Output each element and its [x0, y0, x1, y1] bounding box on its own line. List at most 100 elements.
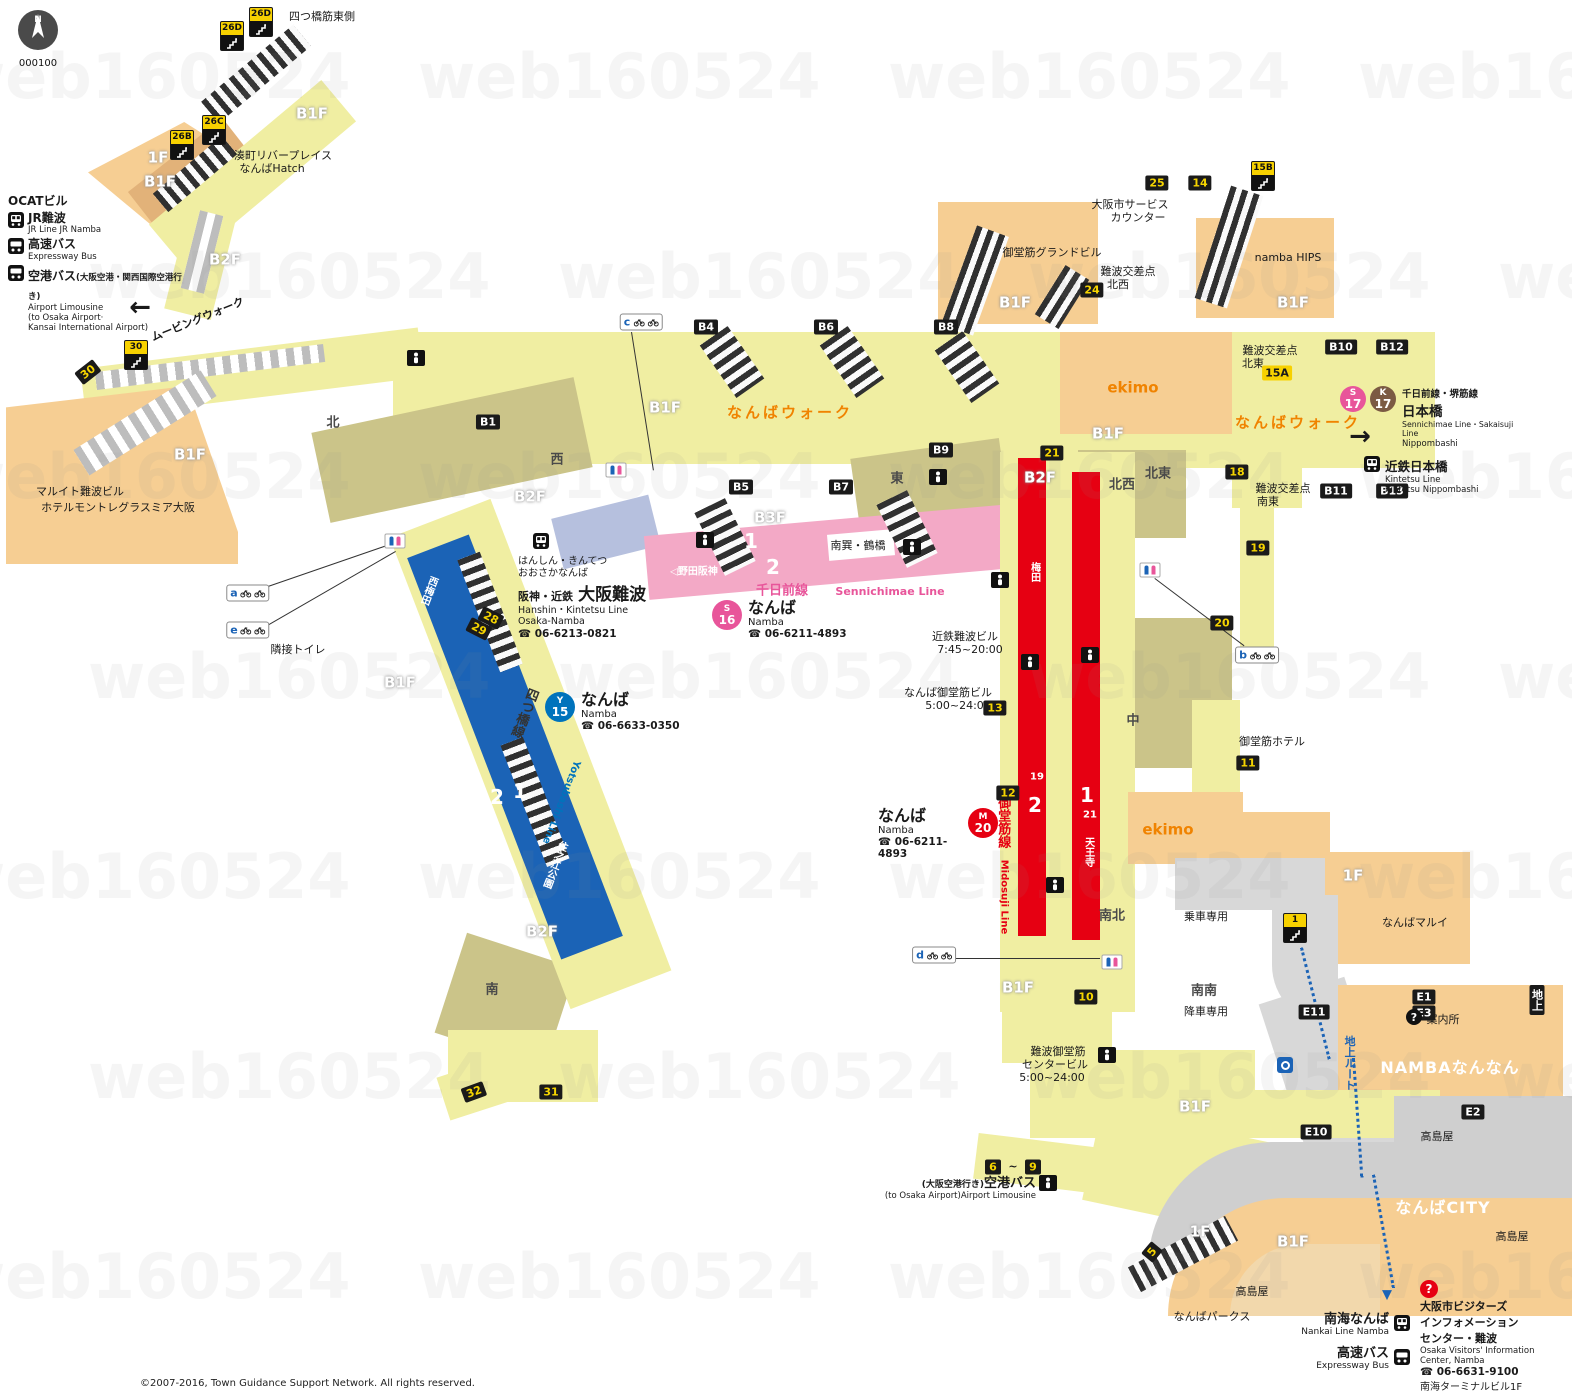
namba-m20-en: Namba	[878, 824, 914, 836]
exit-badge-12[interactable]: 12	[996, 785, 1020, 801]
exit-badge-24[interactable]: 24	[1080, 282, 1104, 298]
exit-badge-1[interactable]: 1	[1283, 913, 1307, 943]
exit-badge-B1[interactable]: B1	[475, 414, 501, 430]
exit-badge-30[interactable]: 30	[124, 340, 148, 370]
train-icon	[8, 212, 24, 228]
exit-badge-6[interactable]: 6	[985, 1159, 1001, 1175]
visitors-line1: 大阪市ビジターズ	[1420, 1300, 1508, 1313]
map-label: センタービル	[1022, 1057, 1088, 1071]
exit-badge-地上[interactable]: 地上	[1529, 985, 1545, 1015]
point-badge-e[interactable]: e	[226, 621, 270, 639]
exit-badge-9[interactable]: 9	[1025, 1159, 1041, 1175]
visitors-location: 南海ターミナルビル1F	[1420, 1382, 1523, 1394]
map-label: 北	[326, 415, 340, 431]
map-label: なんばパークス	[1173, 1309, 1251, 1323]
airport-bus-note: (大阪空港・関西国際空港行き)	[28, 272, 182, 302]
exit-badge-B13[interactable]: B13	[1376, 483, 1408, 499]
airport-bus-south-block: (大阪空港行き)空港バス (to Osaka Airport)Airport L…	[856, 1172, 1036, 1201]
exit-badge-10[interactable]: 10	[1074, 989, 1098, 1005]
compass: N 000100	[14, 8, 62, 69]
visitors-phone: ☎ 06-6631-9100	[1420, 1366, 1519, 1379]
watermark: web160524	[0, 840, 351, 913]
exit-badge-B10[interactable]: B10	[1325, 339, 1357, 355]
exit-badge-26B[interactable]: 26B	[170, 130, 194, 160]
exit-badge-26C[interactable]: 26C	[202, 115, 226, 145]
exit-badge-B6[interactable]: B6	[813, 319, 839, 335]
shape-marui-building	[1322, 852, 1470, 964]
facility-icon	[991, 572, 1009, 588]
exit-badge-E11[interactable]: E11	[1298, 1004, 1330, 1020]
exit-badge-B7[interactable]: B7	[828, 479, 854, 495]
map-label: 東	[890, 471, 904, 487]
visitors-en2: Center, Namba	[1420, 1356, 1485, 1367]
map-label: なんば御堂筋ビル	[904, 685, 992, 699]
point-badge-c[interactable]: c	[619, 313, 663, 331]
map-label: B1F	[173, 445, 207, 464]
osaka-namba-en1: Hanshin・Kintetsu Line	[518, 605, 629, 616]
kintetsu-line-en: Kintetsu Line	[1385, 474, 1441, 485]
airport-limousine-en: Airport Limousine	[28, 302, 104, 313]
exit-badge-20[interactable]: 20	[1210, 615, 1234, 631]
namba-y15-phone: ☎ 06-6633-0350	[581, 719, 680, 732]
restroom-icon	[605, 462, 627, 478]
namba-y15-en: Namba	[581, 708, 617, 720]
jr-namba-en: JR Line JR Namba	[28, 225, 102, 236]
map-label: B1F	[383, 673, 417, 692]
jr-namba-label: JR難波	[28, 211, 66, 225]
map-label: 北西	[1107, 277, 1129, 291]
leader-a	[262, 544, 390, 589]
exit-badge-21[interactable]: 21	[1040, 445, 1064, 461]
exit-badge-B11[interactable]: B11	[1320, 483, 1352, 499]
map-label: Sennichimae Line	[835, 584, 945, 598]
exit-badge-19[interactable]: 19	[1246, 540, 1270, 556]
airport-limousine-en3: Kansai International Airport)	[28, 323, 149, 334]
map-label: 7:45~20:00	[937, 642, 1003, 656]
exit-badge-B5[interactable]: B5	[728, 479, 754, 495]
map-label: 難波交差点	[1255, 481, 1311, 495]
point-badge-d[interactable]: d	[912, 946, 956, 964]
map-label: B3F	[753, 508, 787, 527]
map-label: 難波交差点	[1100, 264, 1156, 278]
exit-badge-15B[interactable]: 15B	[1251, 161, 1275, 191]
exit-badge-B12[interactable]: B12	[1376, 339, 1408, 355]
exit-badge-E1[interactable]: E1	[1412, 989, 1436, 1005]
namba-m20-name: なんば	[878, 806, 927, 825]
map-label: 難波御堂筋	[1030, 1044, 1086, 1058]
exit-badge-B9[interactable]: B9	[928, 442, 954, 458]
map-label: 南東	[1257, 494, 1279, 508]
point-badge-b[interactable]: b	[1235, 646, 1279, 664]
exit-badge-14[interactable]: 14	[1188, 175, 1212, 191]
facility-icon	[1098, 1047, 1116, 1063]
exit-badge-31[interactable]: 31	[539, 1084, 563, 1100]
restroom-icon	[1139, 562, 1161, 578]
exit-badge-E10[interactable]: E10	[1300, 1124, 1332, 1140]
exit-badge-15A[interactable]: 15A	[1262, 365, 1292, 381]
kintetsu-nippombashi-name: 近鉄日本橋	[1385, 458, 1448, 474]
map-label: ekimo	[1107, 378, 1159, 397]
exit-badge-B4[interactable]: B4	[693, 319, 719, 335]
map-label: なんばウォーク	[1234, 413, 1362, 432]
map-label: 湊町リバープレイス	[233, 148, 333, 162]
map-label: 北東	[1144, 466, 1172, 482]
map-label: 1	[1080, 782, 1094, 807]
map-label: B2F	[1023, 468, 1057, 487]
exit-badge-26D[interactable]: 26D	[249, 7, 273, 37]
map-label: 梅田	[1028, 562, 1040, 582]
exit-badge-11[interactable]: 11	[1236, 755, 1260, 771]
exit-badge-25[interactable]: 25	[1145, 175, 1169, 191]
nankai-namba-name: 南海なんば	[1323, 1312, 1389, 1327]
osaka-namba-company: 阪神・近鉄	[518, 590, 573, 603]
exit-badge-18[interactable]: 18	[1225, 464, 1249, 480]
exit-badge-26D[interactable]: 26D	[220, 21, 244, 51]
point-badge-a[interactable]: a	[226, 584, 270, 602]
exit-badge-B8[interactable]: B8	[933, 319, 959, 335]
map-label: B1F	[998, 293, 1032, 312]
exit-badge-E2[interactable]: E2	[1461, 1104, 1485, 1120]
map-label: ~	[1008, 1159, 1018, 1173]
exit-badge-13[interactable]: 13	[983, 700, 1007, 716]
namba-y15-name: なんば	[581, 690, 630, 709]
